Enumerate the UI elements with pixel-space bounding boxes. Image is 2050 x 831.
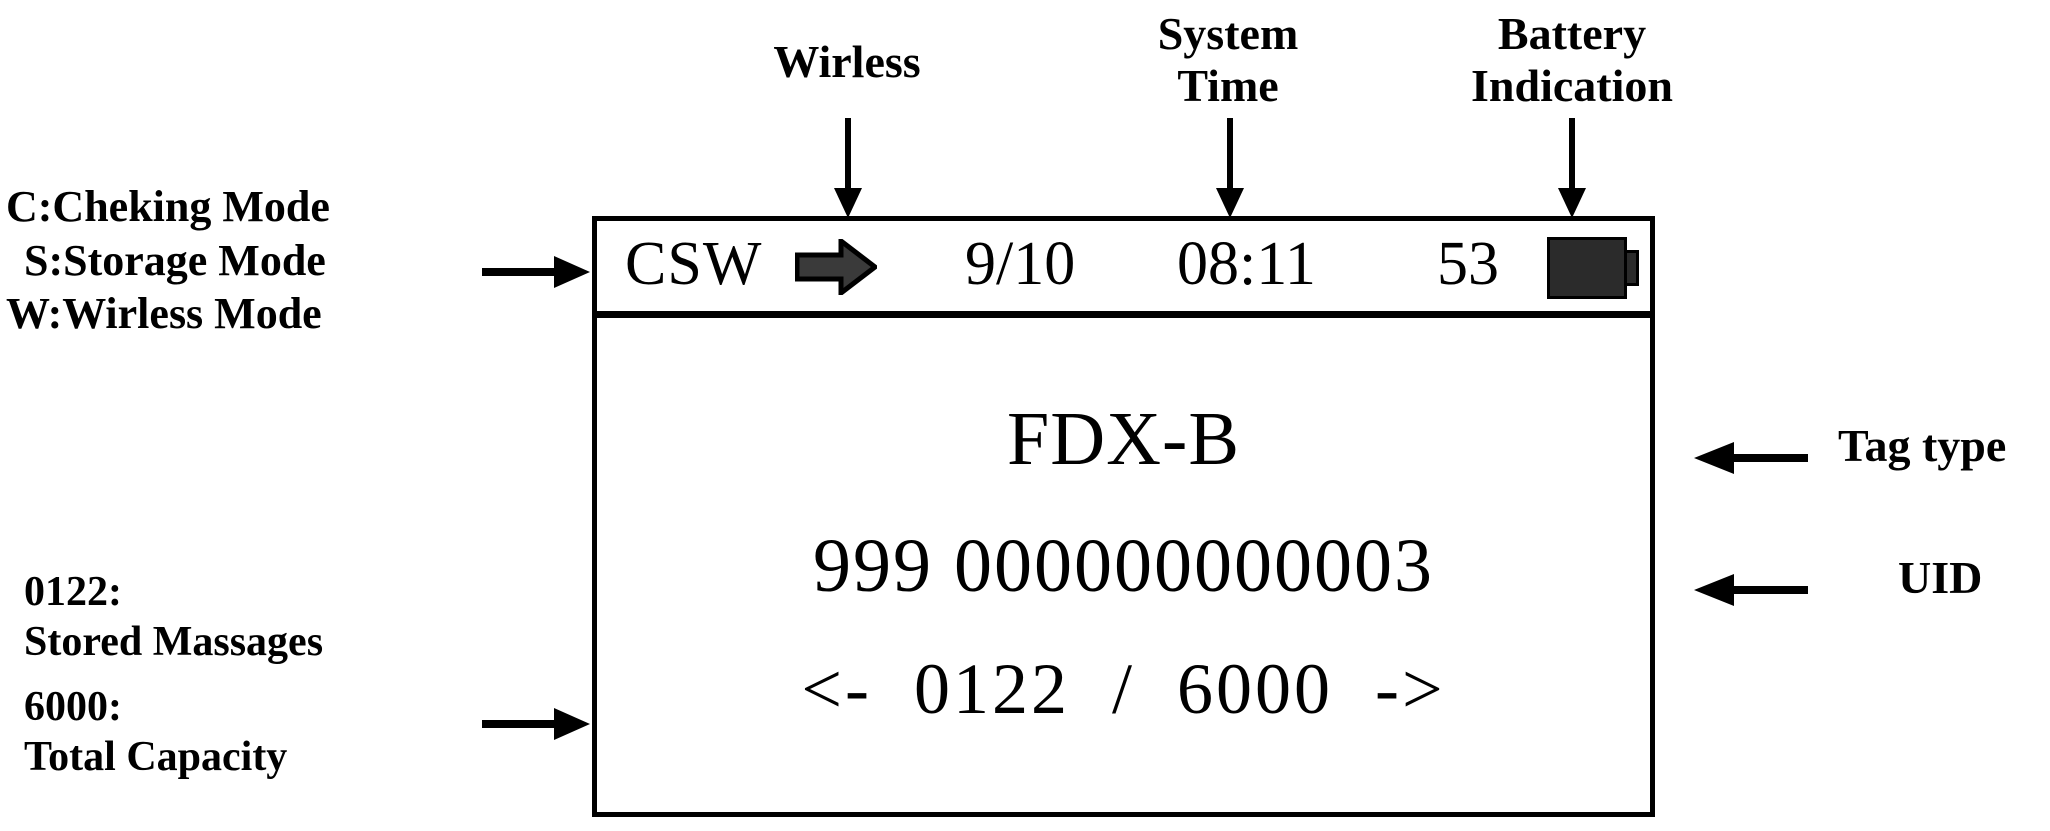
capacity-legend-stored-value: 0122: xyxy=(24,569,122,615)
callout-system-time-line1: System xyxy=(1157,8,1299,59)
lcd-screen: CSW 9/10 08:11 53 FDX-B 999 000000000003… xyxy=(592,216,1655,817)
status-battery-percent: 53 xyxy=(1437,230,1499,298)
callout-battery-indication: Battery Indication xyxy=(1452,8,1692,111)
lcd-body: FDX-B 999 000000000003 <- 0122 / 6000 -> xyxy=(597,318,1650,815)
lcd-status-bar: CSW 9/10 08:11 53 xyxy=(597,221,1650,318)
mode-legend: C:Cheking Mode S:Storage Mode W:Wirless … xyxy=(6,180,330,341)
lcd-uid-value: 999 000000000003 xyxy=(813,524,1434,608)
callout-wireless: Wirless xyxy=(773,36,921,87)
capacity-legend-total-value: 6000: xyxy=(24,684,122,731)
callout-uid: UID xyxy=(1898,552,1983,603)
callout-system-time-line2: Time xyxy=(1177,59,1279,111)
status-time: 08:11 xyxy=(1177,230,1316,298)
callout-tag-type: Tag type xyxy=(1838,420,2007,471)
callout-battery-line1: Battery xyxy=(1497,8,1647,59)
arrow-capacity-legend-to-navline xyxy=(480,704,592,744)
capacity-legend-total-label: Total Capacity xyxy=(24,733,288,780)
arrow-tag-type xyxy=(1690,438,1810,478)
battery-icon xyxy=(1547,237,1639,299)
battery-icon-nub xyxy=(1627,250,1639,286)
mode-legend-wireless: W:Wirless Mode xyxy=(6,289,322,339)
callout-battery-line2: Indication xyxy=(1471,59,1673,111)
arrow-uid xyxy=(1690,570,1810,610)
mode-legend-checking: C:Cheking Mode xyxy=(6,182,330,231)
status-date: 9/10 xyxy=(965,230,1076,298)
arrow-wireless-to-icon xyxy=(828,118,868,218)
mode-legend-storage: S:Storage Mode xyxy=(24,235,326,285)
lcd-record-nav: <- 0122 / 6000 -> xyxy=(801,649,1446,729)
arrow-system-time-to-clock xyxy=(1210,118,1250,218)
battery-icon-body xyxy=(1547,237,1627,299)
capacity-legend: 0122: Stored Massages 6000: Total Capaci… xyxy=(24,568,323,782)
capacity-legend-stored-label: Stored Massages xyxy=(24,618,324,665)
wireless-arrow-icon xyxy=(794,235,880,299)
status-mode-indicator: CSW xyxy=(625,230,763,298)
arrow-battery-to-icon xyxy=(1552,118,1592,218)
callout-system-time: System Time xyxy=(1128,8,1328,111)
lcd-tag-type-value: FDX-B xyxy=(1006,397,1241,481)
arrow-mode-legend-to-statusbar xyxy=(480,252,592,292)
